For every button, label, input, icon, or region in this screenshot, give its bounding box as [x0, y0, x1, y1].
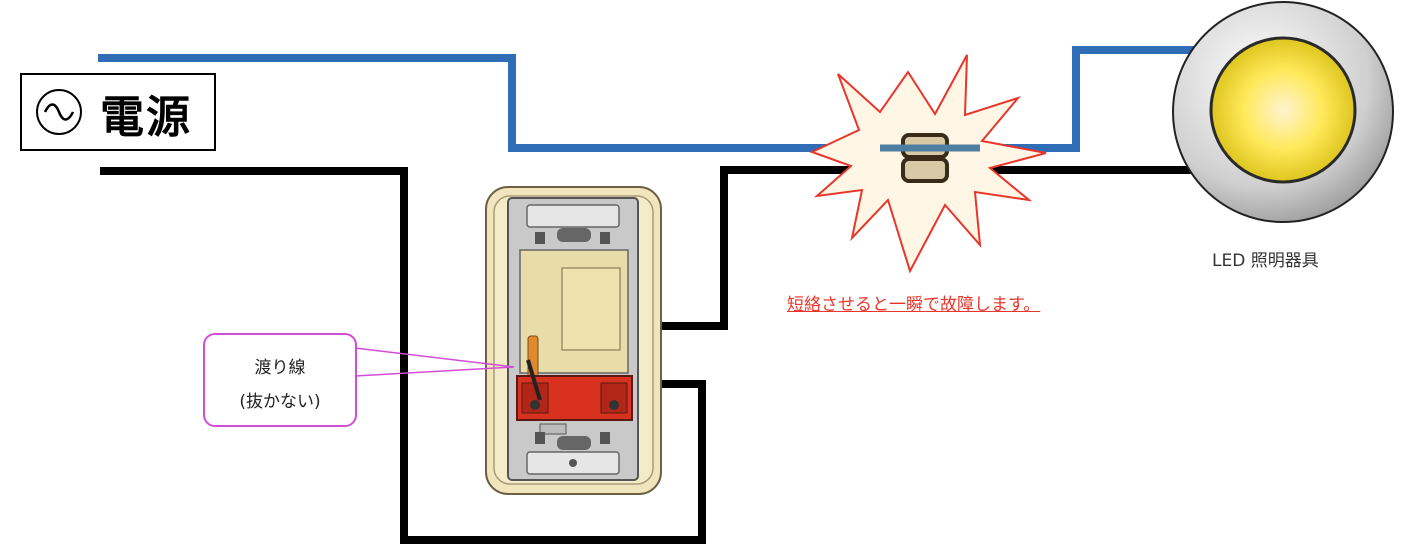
sine-wave-icon: [36, 89, 82, 135]
wall-switch: [485, 186, 662, 495]
blue-wire: [98, 46, 1205, 152]
jumper-wire-callout: 渡り線 (抜かない): [203, 333, 357, 427]
callout-title: 渡り線: [254, 358, 306, 378]
led-fixture-label: LED 照明器具: [1212, 251, 1319, 271]
callout-pointer: [354, 347, 515, 377]
led-fixture-icon: [1172, 1, 1394, 223]
power-source-text: 電源: [100, 92, 192, 143]
callout-note: (抜かない): [239, 392, 321, 412]
black-wire-power-to-switch: [100, 167, 706, 544]
short-circuit-warning: 短絡させると一瞬で故障します。: [787, 295, 1041, 315]
connector-bottom: [901, 157, 949, 183]
power-source-label: 電源: [20, 73, 216, 151]
